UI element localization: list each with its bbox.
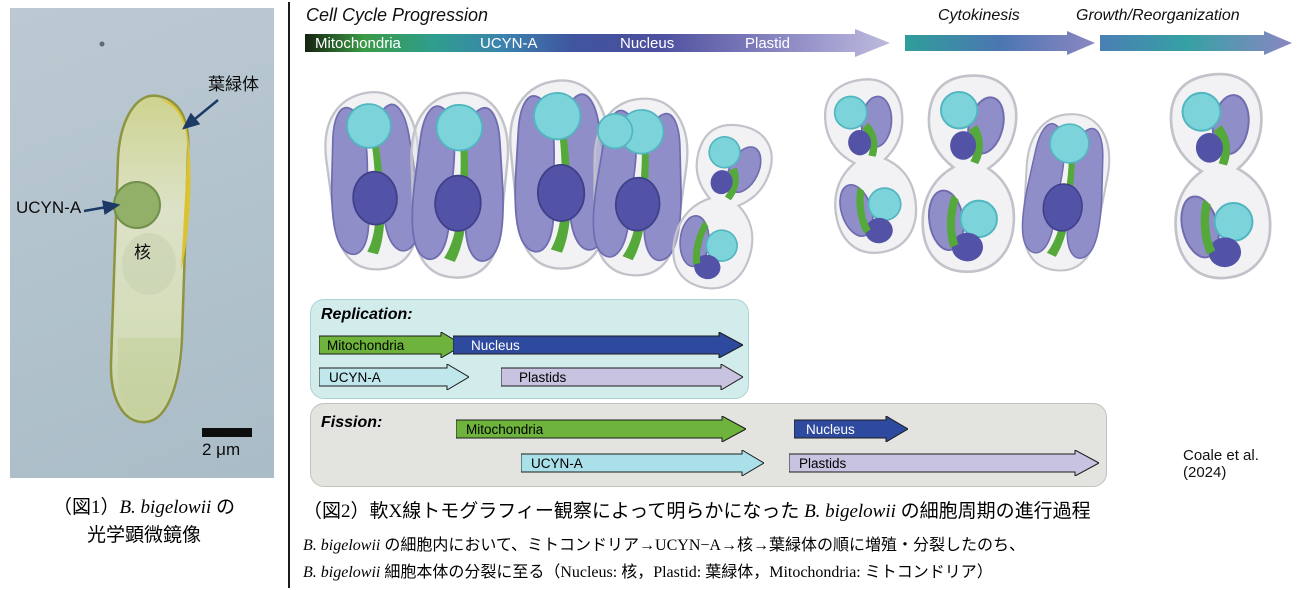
replication-box: Replication: Mitochondria Nucleus UCYN-A… xyxy=(310,299,749,399)
replication-plastids-arrow: Plastids xyxy=(501,364,743,390)
stage-label-plastid: Plastid xyxy=(745,34,791,52)
scale-bar-label: 2 μm xyxy=(202,440,241,459)
figure1-caption-suffix: の xyxy=(211,497,236,518)
stage-label-ucyn-a: UCYN-A xyxy=(480,34,538,52)
cell-stage-1 xyxy=(320,88,428,274)
description-text-1: の細胞内において、ミトコンドリア→UCYN−A→核→葉緑体の順に増殖・分裂したの… xyxy=(380,537,1025,554)
stage-label-nucleus: Nucleus xyxy=(620,34,675,52)
figure2-description-line2: B. bigelowii 細胞本体の分裂に至る（Nucleus: 核，Plast… xyxy=(303,558,993,582)
replication-nucleus-label: Nucleus xyxy=(471,337,520,353)
fission-mitochondria-label: Mitochondria xyxy=(466,421,544,437)
light-micrograph: 葉緑体 UCYN-A 核 2 μm xyxy=(10,8,274,478)
chloroplast-label: 葉緑体 xyxy=(208,75,259,94)
fission-plastids-label: Plastids xyxy=(799,455,847,471)
replication-nucleus-arrow: Nucleus xyxy=(453,332,743,358)
fission-mitochondria-arrow: Mitochondria xyxy=(456,416,746,442)
fission-ucyn-a-label: UCYN-A xyxy=(531,455,583,471)
replication-ucyn-a-arrow: UCYN-A xyxy=(319,364,469,390)
ucyn-a-label: UCYN-A xyxy=(16,198,82,217)
figure1-caption-line2: 光学顕微鏡像 xyxy=(86,525,201,546)
progression-gradient-arrow: Mitochondria UCYN-A Nucleus Plastid xyxy=(305,29,890,57)
cell-stage-2 xyxy=(405,89,512,281)
progression-title: Cell Cycle Progression xyxy=(306,5,489,25)
growth-arrow xyxy=(1100,31,1292,55)
description-text-2: 細胞本体の分裂に至る（Nucleus: 核，Plastid: 葉緑体，Mitoc… xyxy=(380,564,993,581)
cytokinesis-arrow xyxy=(905,31,1095,55)
growth-title: Growth/Reorganization xyxy=(1076,7,1240,24)
fission-title: Fission: xyxy=(321,414,383,431)
replication-title: Replication: xyxy=(321,306,413,323)
credit: Coale et al. (2024) xyxy=(1183,447,1259,481)
cell-bottom-shading xyxy=(117,338,180,419)
figure2-caption-prefix: （図2）軟X線トモグラフィー観察によって明らかになった xyxy=(303,501,805,522)
fission-plastids-arrow: Plastids xyxy=(789,450,1099,476)
cytokinesis-title: Cytokinesis xyxy=(938,7,1020,24)
figure1-caption-prefix: （図1） xyxy=(52,497,120,518)
replication-ucyn-a-label: UCYN-A xyxy=(329,369,381,385)
cell-stage-4 xyxy=(585,94,693,280)
cell-stage-9 xyxy=(1163,69,1276,283)
nucleus-label: 核 xyxy=(134,243,151,262)
panel-divider xyxy=(288,2,290,588)
description-species-2: B. bigelowii xyxy=(303,564,381,581)
fission-nucleus-arrow: Nucleus xyxy=(794,416,908,442)
nucleus-region xyxy=(122,233,176,295)
figure2-caption-suffix: の細胞周期の進行過程 xyxy=(895,501,1091,522)
figure2-description-line1: B. bigelowii の細胞内において、ミトコンドリア→UCYN−A→核→葉… xyxy=(303,531,1025,555)
figure2-caption: （図2）軟X線トモグラフィー観察によって明らかになった B. bigelowii… xyxy=(303,496,1091,523)
cell-stage-7 xyxy=(919,72,1021,275)
chloroplast-annotation-arrow-icon xyxy=(182,99,219,130)
scale-bar xyxy=(202,428,252,437)
figure1-caption-species: B. bigelowii xyxy=(119,497,212,518)
figure1-caption-line1: （図1）B. bigelowii の xyxy=(0,492,288,519)
replication-mitochondria-label: Mitochondria xyxy=(327,337,405,353)
ucyn-a-annotation-arrow-icon xyxy=(83,200,121,215)
fission-box: Fission: Mitochondria Nucleus UCYN-A Pla… xyxy=(310,403,1107,487)
fission-ucyn-a-arrow: UCYN-A xyxy=(521,450,764,476)
cell-stage-8 xyxy=(1013,108,1116,277)
cell-render-region xyxy=(320,69,1276,298)
figure2-caption-species: B. bigelowii xyxy=(804,501,896,522)
description-species-1: B. bigelowii xyxy=(303,537,381,554)
fission-nucleus-label: Nucleus xyxy=(806,421,855,437)
stage-label-mitochondria: Mitochondria xyxy=(315,34,401,52)
micrograph-cell-drawing xyxy=(83,41,219,424)
replication-plastids-label: Plastids xyxy=(519,369,567,385)
replication-mitochondria-arrow: Mitochondria xyxy=(319,332,463,358)
cell-stage-6 xyxy=(816,73,924,259)
debris-speck xyxy=(99,41,105,47)
ucyn-a-region xyxy=(113,181,161,229)
